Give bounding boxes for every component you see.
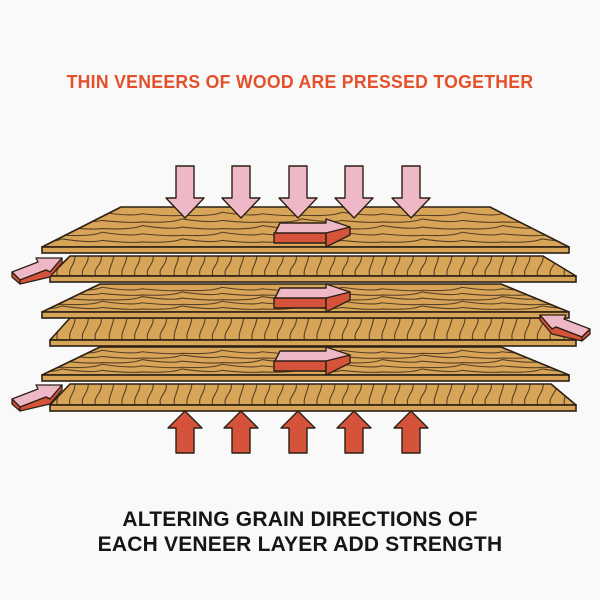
grain-direction-arrow-left-icon	[11, 384, 63, 412]
veneer-front-edge	[49, 275, 577, 283]
caption-line-1: ALTERING GRAIN DIRECTIONS OF	[122, 508, 478, 531]
grain-line	[42, 211, 569, 217]
veneer-top-surface	[50, 318, 576, 340]
veneer-layer	[41, 206, 570, 254]
veneer-layer	[49, 317, 577, 347]
arrow-side	[19, 257, 63, 285]
arrow-head-side	[325, 291, 351, 313]
veneer-top-surface	[50, 384, 576, 405]
veneer-top-surface	[50, 256, 576, 276]
press-up-arrow-icon	[223, 410, 259, 454]
arrow-head-side	[325, 226, 351, 248]
veneer-front-edge	[41, 246, 570, 254]
arrow-head-side	[325, 354, 351, 376]
arrow-side	[19, 384, 63, 412]
veneer-layer	[49, 383, 577, 412]
arrow-side	[273, 232, 327, 244]
press-up-arrow-icon	[393, 410, 429, 454]
press-down-arrow-icon	[165, 165, 205, 219]
arrow-side	[273, 360, 327, 372]
veneer-front-edge	[41, 374, 570, 382]
grain-direction-arrow-icon	[273, 283, 351, 313]
grain-direction-arrow-right-icon	[539, 314, 591, 342]
title: THIN VENEERS OF WOOD ARE PRESSED TOGETHE…	[66, 72, 534, 92]
veneer-layer	[49, 255, 577, 283]
press-up-arrow-icon	[280, 410, 316, 454]
veneer-layer	[41, 283, 570, 319]
grain-line	[42, 218, 569, 223]
veneer-layer	[41, 346, 570, 382]
caption-line-2: EACH VENEER LAYER ADD STRENGTH	[97, 533, 503, 556]
press-up-arrow-icon	[167, 410, 203, 454]
veneer-front-edge	[41, 311, 570, 319]
arrow-side	[539, 314, 583, 342]
press-up-arrow-icon	[336, 410, 372, 454]
grain-direction-arrow-left-icon	[11, 257, 63, 285]
press-down-arrow-icon	[278, 165, 318, 219]
veneer-front-edge	[49, 404, 577, 412]
press-down-arrow-icon	[221, 165, 261, 219]
press-down-arrow-icon	[391, 165, 431, 219]
grain-direction-arrow-icon	[273, 346, 351, 376]
grain-direction-arrow-icon	[273, 218, 351, 248]
arrow-side	[273, 297, 327, 309]
veneer-front-edge	[49, 339, 577, 347]
press-down-arrow-icon	[334, 165, 374, 219]
